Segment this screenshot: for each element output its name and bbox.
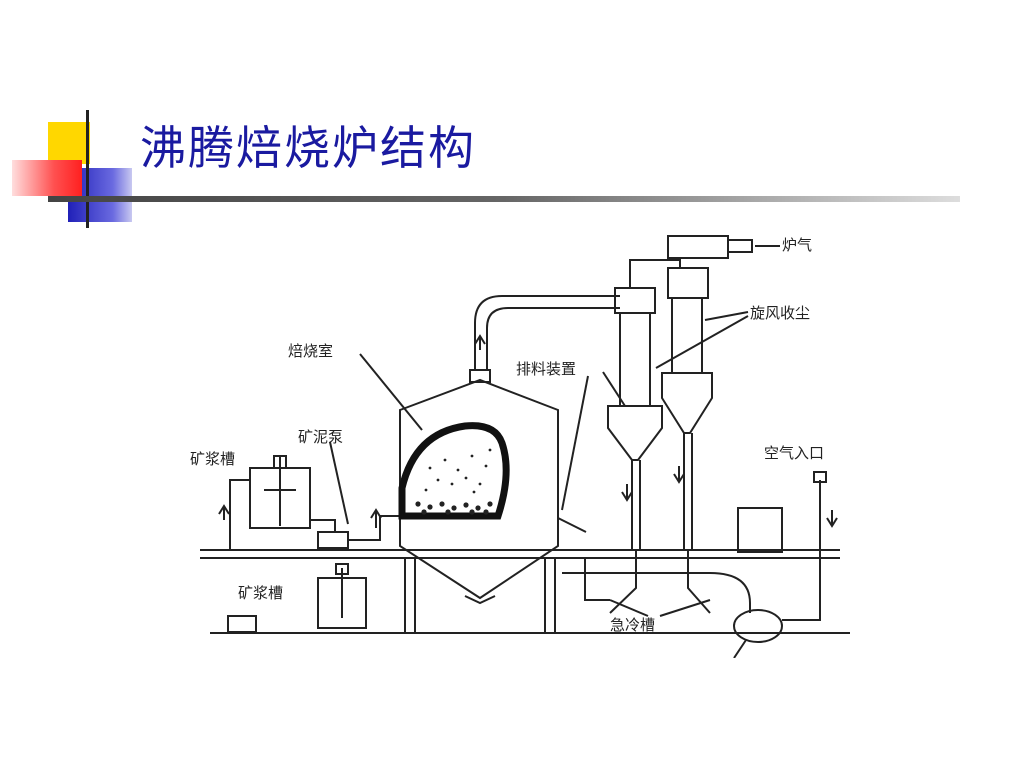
cyclone-link-duct [629, 259, 681, 288]
blower [733, 609, 783, 643]
air-inlet-cap [813, 471, 827, 483]
blower-air-duct [782, 480, 821, 621]
bed-particles [415, 448, 493, 515]
quench-pipe-mid [609, 550, 637, 614]
leader-discharge-1 [602, 371, 626, 407]
cyclone-1-inlet [614, 287, 656, 314]
fluidized-bed-wall [398, 422, 510, 520]
chamber-cone-outlet [464, 595, 496, 605]
label-roasting-chamber: 焙烧室 [288, 342, 333, 360]
label-furnace-gas: 炉气 [782, 236, 812, 254]
slurry-tank-upper-pipe [229, 479, 250, 550]
slurry-tank-upper-motor [273, 455, 287, 469]
slide-title: 沸腾焙烧炉结构 [140, 121, 476, 175]
slurry-pump [317, 531, 349, 549]
pump-discharge-pipe [348, 515, 400, 541]
flow-arrow-up-tank [218, 504, 230, 520]
label-cyclone: 旋风收尘 [750, 304, 810, 322]
deco-yellow-square [48, 122, 90, 164]
return-duct [562, 572, 751, 613]
blower-leader [733, 639, 747, 658]
pump-feed-pipe [310, 519, 336, 532]
title-rule [48, 196, 960, 202]
label-discharge-device: 排料装置 [516, 360, 576, 378]
label-slurry-tank-upper: 矿浆槽 [190, 450, 235, 468]
cyclone-2-inlet [667, 267, 709, 299]
quench-pipe-left [584, 558, 610, 601]
gas-outlet-hood [667, 235, 729, 259]
slurry-tank-lower-motor [335, 563, 349, 575]
lower-pump [227, 615, 257, 633]
leader-roasting-chamber [359, 353, 423, 431]
cyclone-1-cone [607, 405, 663, 461]
leader-cyclone-1 [704, 311, 749, 321]
flow-arrow-up-duct [474, 334, 486, 350]
label-slurry-pump: 矿泥泵 [298, 428, 343, 446]
roaster-diagram: 炉气 旋风收尘 焙烧室 排料装置 矿浆槽 矿泥泵 空气入口 矿浆槽 急冷槽 [190, 235, 850, 658]
leader-discharge-2 [561, 375, 589, 511]
side-box [737, 507, 783, 553]
flow-arrow-down-1 [621, 484, 633, 502]
gas-outlet-pipe [727, 239, 753, 253]
label-air-inlet: 空气入口 [764, 444, 824, 462]
quench-pipe-right [687, 550, 711, 614]
deco-vertical-line [86, 110, 89, 228]
flow-arrow-up-feed [370, 508, 382, 528]
flow-arrow-down-2 [673, 466, 685, 484]
cyclone-2-body [671, 298, 703, 374]
discharge-chute [557, 517, 587, 533]
leader-slurry-pump [329, 441, 349, 525]
leader-quench-right [659, 599, 711, 617]
flow-arrow-down-air [826, 510, 838, 528]
cyclone-2-cone [661, 372, 713, 434]
label-slurry-tank-lower: 矿浆槽 [238, 584, 283, 602]
chamber-top-outlet [469, 369, 491, 383]
deco-red-bar [12, 160, 82, 196]
gas-duct-inner [486, 307, 620, 370]
label-quench-tank: 急冷槽 [610, 616, 655, 634]
leader-cyclone-2 [655, 315, 749, 369]
gas-duct-outer [474, 295, 620, 370]
roasting-chamber [399, 378, 559, 600]
cyclone-1-body [619, 313, 651, 407]
leader-quench-left [609, 599, 649, 617]
